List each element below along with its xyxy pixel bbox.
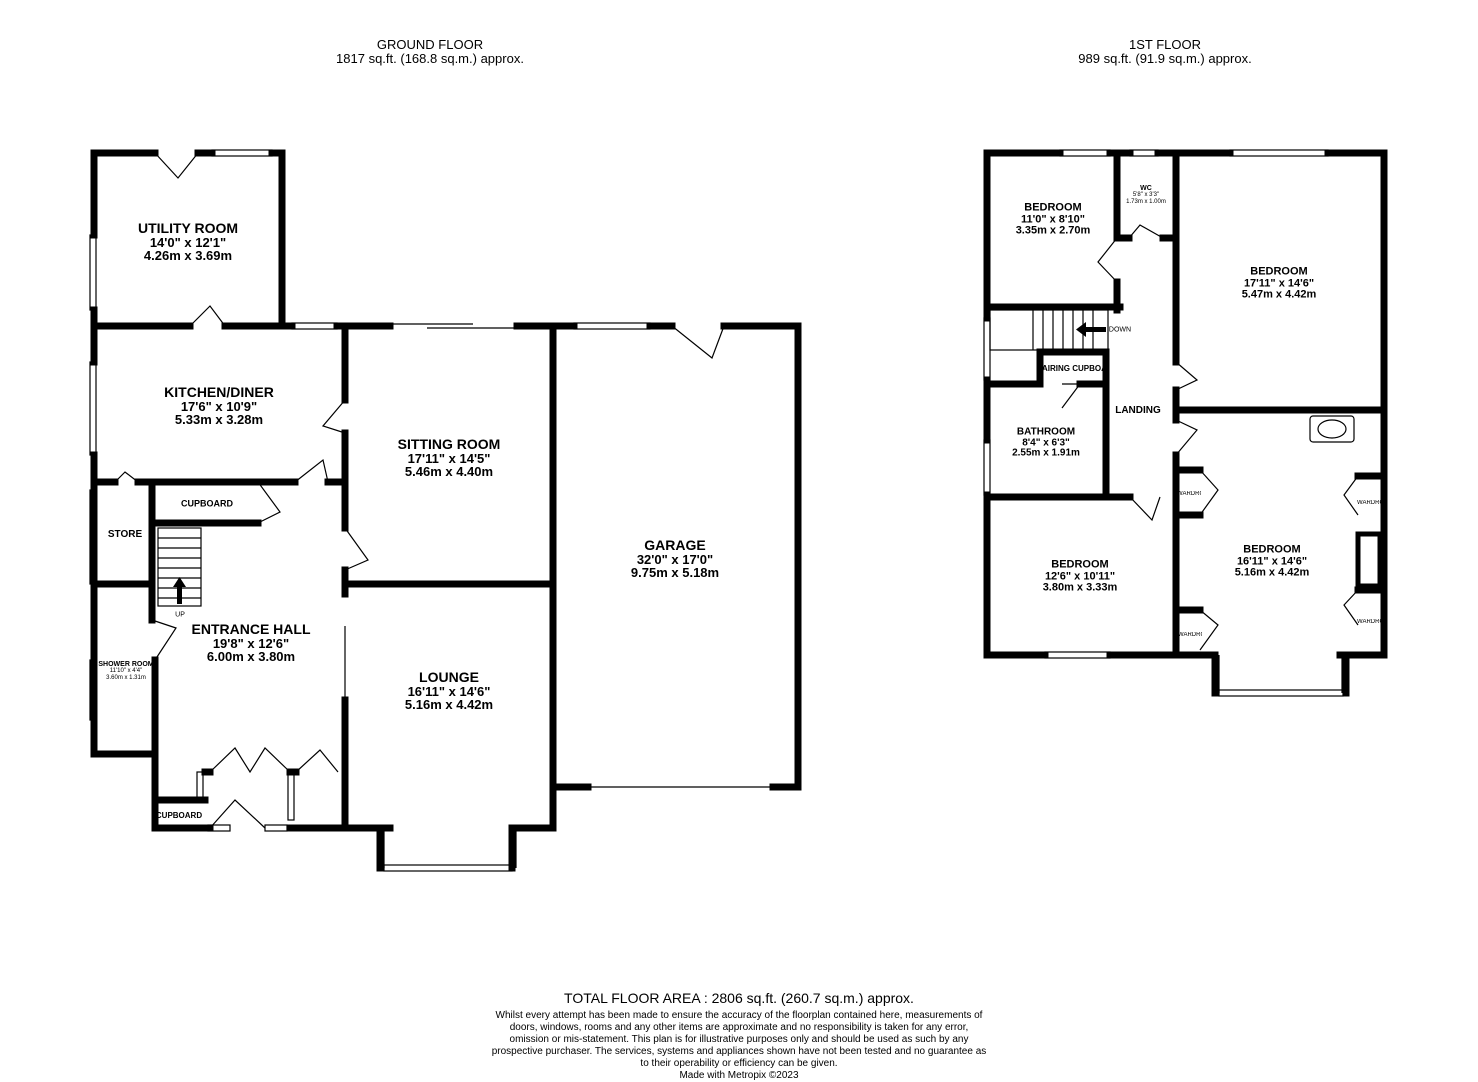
room-cupboard-front: CUPBOARD — [155, 810, 203, 820]
garage-walls — [720, 322, 802, 791]
disclaimer-text: Whilst every attempt has been made to en… — [491, 1010, 987, 1069]
room-bedroom-2-metric: 5.47m x 4.42m — [1241, 288, 1317, 301]
room-garage-name: GARAGE — [644, 537, 706, 554]
wardrobe-label-4: WARDROBE — [1178, 632, 1202, 638]
room-utility-name: UTILITY ROOM — [137, 220, 239, 237]
room-bedroom-1-metric: 3.35m x 2.70m — [1015, 224, 1091, 237]
stairs-up-label: UP — [175, 611, 185, 619]
room-kitchen: KITCHEN/DINER 17'6" x 10'9" 5.33m x 3.28… — [164, 385, 274, 427]
ground-stairs-arrow — [173, 577, 186, 604]
room-store-name: STORE — [107, 528, 143, 540]
room-hall-name: ENTRANCE HALL — [191, 621, 311, 638]
wardrobe-label-3: WARDROBE — [1357, 619, 1381, 625]
room-lounge-name: LOUNGE — [419, 669, 479, 686]
utility-room-walls — [90, 149, 159, 239]
room-wc-metric: 1.73m x 1.00m — [1126, 198, 1166, 205]
room-wc-imperial: 5'8" x 3'3" — [1132, 192, 1160, 199]
room-hall: ENTRANCE HALL 19'8" x 12'6" 6.00m x 3.80… — [192, 622, 311, 664]
first-floor-title: 1ST FLOOR — [1128, 37, 1201, 52]
room-sitting-name: SITTING ROOM — [397, 436, 501, 453]
room-lounge: LOUNGE 16'11" x 14'6" 5.16m x 4.42m — [405, 670, 493, 712]
room-utility: UTILITY ROOM 14'0" x 12'1" 4.26m x 3.69m — [138, 221, 238, 263]
ground-floor-heading: GROUND FLOOR 1817 sq.ft. (168.8 sq.m.) a… — [280, 38, 580, 66]
room-bedroom-3-metric: 3.80m x 3.33m — [1042, 581, 1118, 594]
room-bathroom-name: BATHROOM — [1016, 426, 1076, 438]
room-hall-metric: 6.00m x 3.80m — [206, 649, 296, 665]
wardrobe-label-1: WARDROBE — [1177, 491, 1201, 497]
room-landing: LANDING — [1115, 404, 1161, 417]
room-bedroom-4: BEDROOM 16'11" x 14'6" 5.16m x 4.42m — [1234, 543, 1310, 580]
room-bedroom-2-imperial: 17'11" x 14'6" — [1243, 277, 1315, 290]
room-bedroom-2-name: BEDROOM — [1250, 265, 1308, 278]
room-shower-imperial: 11'10" x 4'4" — [109, 668, 143, 675]
room-cupboard-stairs-name: CUPBOARD — [180, 498, 234, 509]
room-bathroom: BATHROOM 8'4" x 6'3" 2.55m x 1.91m — [1012, 427, 1080, 459]
room-wc-name: WC — [1140, 185, 1152, 193]
room-airing-cupboard: AIRING CUPBOARD — [1042, 365, 1104, 373]
room-utility-metric: 4.26m x 3.69m — [143, 248, 233, 264]
floorplan-footer: TOTAL FLOOR AREA : 2806 sq.ft. (260.7 sq… — [489, 990, 989, 1082]
room-bedroom-3: BEDROOM 12'6" x 10'11" 3.80m x 3.33m — [1042, 558, 1118, 595]
room-sitting-metric: 5.46m x 4.40m — [404, 464, 494, 480]
wardrobe-label-2: WARDROBE — [1357, 500, 1381, 506]
room-bathroom-metric: 2.55m x 1.91m — [1012, 447, 1080, 459]
ground-floor-title: GROUND FLOOR — [376, 37, 484, 52]
room-kitchen-name: KITCHEN/DINER — [164, 384, 274, 401]
room-landing-name: LANDING — [1115, 404, 1161, 416]
room-bedroom-4-name: BEDROOM — [1243, 543, 1301, 556]
first-floor-outer-walls — [983, 149, 1064, 322]
room-bedroom-1-imperial: 11'0" x 8'10" — [1021, 213, 1085, 226]
room-lounge-imperial: 16'11" x 14'6" — [407, 683, 491, 699]
room-bedroom-1-name: BEDROOM — [1024, 201, 1082, 214]
room-bedroom-3-imperial: 12'6" x 10'11" — [1044, 570, 1116, 583]
room-shower: SHOWER ROOM 11'10" x 4'4" 3.60m x 1.31m — [98, 661, 153, 681]
room-bedroom-4-metric: 5.16m x 4.42m — [1234, 566, 1310, 579]
room-garage-metric: 9.75m x 5.18m — [630, 565, 720, 581]
stairs-down-label: DOWN — [1108, 326, 1132, 334]
room-store: STORE — [107, 528, 143, 541]
room-airing-cupboard-name: AIRING CUPBOARD — [1042, 364, 1104, 373]
room-bedroom-2: BEDROOM 17'11" x 14'6" 5.47m x 4.42m — [1241, 265, 1317, 302]
first-floor-area: 989 sq.ft. (91.9 sq.m.) approx. — [1078, 51, 1252, 66]
room-sitting: SITTING ROOM 17'11" x 14'5" 5.46m x 4.40… — [398, 437, 501, 479]
ground-floor-area: 1817 sq.ft. (168.8 sq.m.) approx. — [336, 51, 524, 66]
room-lounge-metric: 5.16m x 4.42m — [404, 697, 494, 713]
room-shower-name: SHOWER ROOM — [98, 661, 154, 669]
total-floor-area: TOTAL FLOOR AREA : 2806 sq.ft. (260.7 sq… — [564, 990, 914, 1006]
room-garage: GARAGE 32'0" x 17'0" 9.75m x 5.18m — [631, 538, 719, 580]
room-kitchen-metric: 5.33m x 3.28m — [174, 412, 264, 428]
room-wc: WC 5'8" x 3'3" 1.73m x 1.00m — [1126, 185, 1166, 205]
first-stairs-arrow — [1076, 322, 1106, 337]
room-utility-imperial: 14'0" x 12'1" — [149, 234, 227, 250]
first-floor-heading: 1ST FLOOR 989 sq.ft. (91.9 sq.m.) approx… — [1015, 38, 1315, 66]
room-kitchen-imperial: 17'6" x 10'9" — [180, 398, 258, 414]
room-cupboard-front-name: CUPBOARD — [155, 810, 203, 820]
room-hall-imperial: 19'8" x 12'6" — [212, 635, 290, 651]
room-cupboard-stairs: CUPBOARD — [180, 498, 234, 509]
credit-text: Made with Metropix ©2023 — [679, 1070, 799, 1081]
room-bathroom-imperial: 8'4" x 6'3" — [1022, 436, 1070, 448]
room-bedroom-4-imperial: 16'11" x 14'6" — [1236, 555, 1308, 568]
room-sitting-imperial: 17'11" x 14'5" — [407, 450, 491, 466]
room-shower-metric: 3.60m x 1.31m — [106, 674, 146, 681]
room-bedroom-1: BEDROOM 11'0" x 8'10" 3.35m x 2.70m — [1015, 201, 1091, 238]
room-garage-imperial: 32'0" x 17'0" — [636, 551, 714, 567]
room-bedroom-3-name: BEDROOM — [1051, 558, 1109, 571]
